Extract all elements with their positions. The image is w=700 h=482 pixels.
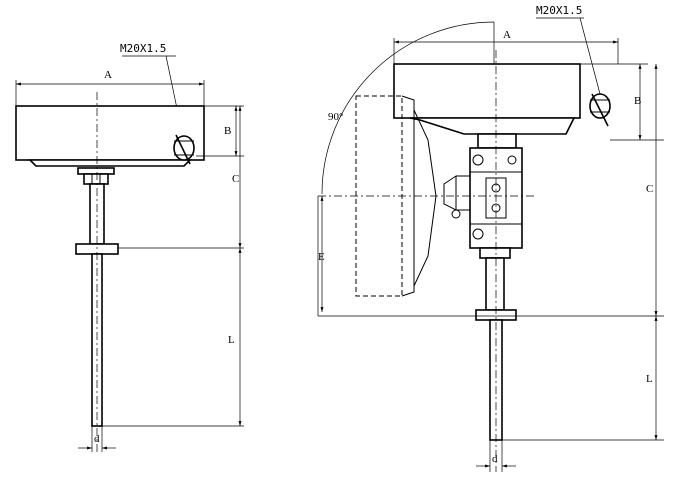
right-thread-leader	[579, 17, 601, 95]
right-dim-a: A	[393, 29, 619, 64]
right-dim-e-label: E	[318, 251, 325, 263]
right-angle-label: 90°	[328, 111, 343, 123]
right-dim-d-label: d	[492, 453, 498, 465]
right-dim-l-label: L	[646, 373, 653, 385]
left-dim-b: B	[196, 105, 244, 157]
right-dim-c-label: C	[646, 183, 653, 195]
right-head-flange	[409, 117, 576, 135]
left-cable-gland	[173, 134, 195, 165]
left-dim-l: L	[102, 248, 244, 427]
right-dim-d: d	[476, 440, 516, 472]
left-head-box	[15, 105, 205, 161]
left-dim-l-label: L	[228, 334, 235, 346]
right-dim-l: L	[502, 316, 664, 441]
right-dim-b-label: B	[634, 95, 641, 107]
left-thread-label: M20X1.5	[120, 42, 166, 55]
left-head-flange	[28, 159, 192, 167]
left-view: A M20X1.5	[15, 42, 244, 452]
right-view: A M20X1.5 90°	[317, 4, 664, 472]
left-dim-a-label: A	[104, 69, 112, 81]
right-dim-a-label: A	[503, 29, 511, 41]
right-upper-stem	[485, 257, 505, 311]
right-dim-e: E	[317, 196, 664, 317]
left-nut	[83, 173, 109, 185]
right-dim-c: C	[646, 64, 658, 316]
left-dim-d: d	[78, 426, 116, 452]
left-dim-b-label: B	[224, 125, 231, 137]
left-dim-a: A	[15, 69, 205, 106]
right-cable-gland	[580, 63, 648, 127]
right-head-box	[393, 63, 581, 119]
right-angle-arc	[321, 21, 495, 195]
left-dim-d-label: d	[94, 433, 100, 445]
left-dim-c: C	[118, 106, 244, 249]
left-dim-c-label: C	[232, 173, 239, 185]
left-neck	[77, 167, 115, 175]
right-thread-label: M20X1.5	[536, 4, 582, 17]
